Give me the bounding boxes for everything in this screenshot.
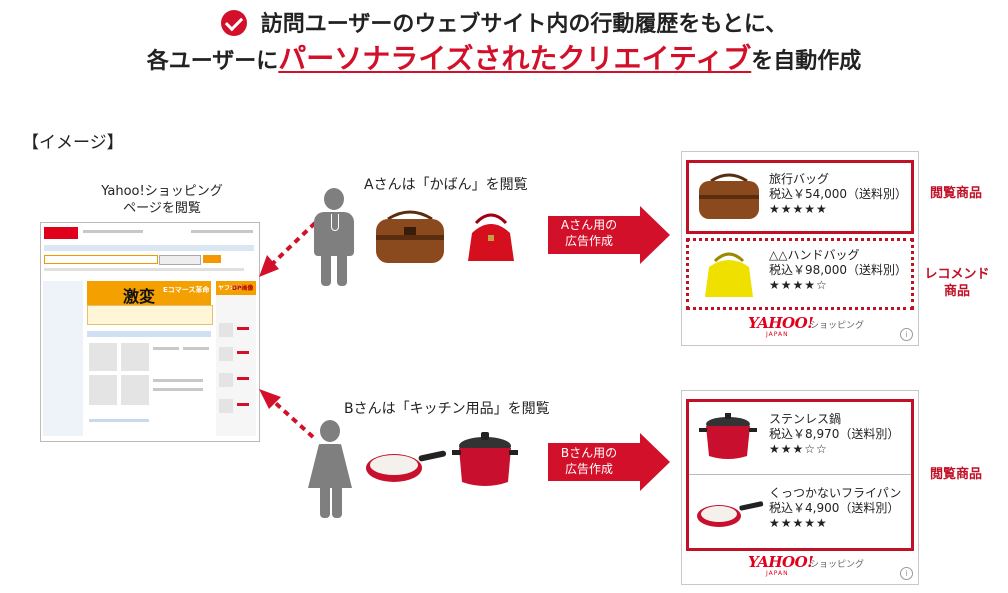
headline-emphasis: パーソナライズされたクリエイティブ xyxy=(278,42,752,75)
create-ad-arrow-b xyxy=(548,433,670,491)
ad-b-viewed-label: 閲覧商品 xyxy=(929,467,982,482)
arrow-a-label: Aさん用の 広告作成 xyxy=(554,217,624,249)
yahoo-shopping-page-thumbnail: 激変 Eコマース革命 ヤフオク! DP画像 xyxy=(40,222,260,442)
ad-a-recommend-label: レコメンド 商品 xyxy=(912,266,1002,300)
ad-b-item-2-rating: ★★★★★ xyxy=(769,516,828,530)
ad-a-item-1[interactable]: 旅行バッグ 税込￥54,000（送料別） ★★★★★ xyxy=(686,160,914,234)
user-a-figure xyxy=(312,188,358,288)
cooking-pot-image xyxy=(452,432,518,486)
page-caption-line-1: Yahoo!ショッピング xyxy=(101,184,223,199)
ad-panel-b[interactable]: ステンレス鍋 税込￥8,970（送料別） ★★★☆☆ くっつかないフライパン 税… xyxy=(681,390,919,585)
arrow-head-down xyxy=(259,389,281,409)
ad-a-item-2-price: 税込￥98,000（送料別） xyxy=(769,263,907,277)
ad-b-items-frame[interactable]: ステンレス鍋 税込￥8,970（送料別） ★★★☆☆ くっつかないフライパン 税… xyxy=(686,399,914,551)
yahoo-shopping-b: ショッピング xyxy=(810,560,865,570)
mock-banner: 激変 Eコマース革命 xyxy=(87,281,211,306)
yahoo-logo-mini xyxy=(44,227,78,239)
ad-a-recommend-line-1: レコメンド xyxy=(924,267,990,282)
headline-suffix: を自動作成 xyxy=(751,49,862,74)
user-b-figure xyxy=(308,420,354,520)
yahoo-japan-b: JAPAN xyxy=(766,570,789,577)
ad-a-item-1-info: 旅行バッグ 税込￥54,000（送料別） ★★★★★ xyxy=(769,172,907,217)
ad-b-divider xyxy=(689,474,911,475)
yahoo-japan-a: JAPAN xyxy=(766,331,789,338)
headline: 訪問ユーザーのウェブサイト内の行動履歴をもとに、 各ユーザーにパーソナライズされ… xyxy=(0,10,1008,77)
mock-sidebar xyxy=(43,281,83,436)
user-b-sentence: Bさんは「キッチン用品」を閲覧 xyxy=(344,401,550,417)
check-icon xyxy=(220,10,247,36)
yahoo-logo-a: YAHOO! xyxy=(748,314,814,332)
mock-right-sub: DP画像 xyxy=(232,285,254,292)
arrow-head-up xyxy=(259,255,279,277)
ad-b-item-1-rating: ★★★☆☆ xyxy=(769,442,828,456)
ad-b-item-1-info: ステンレス鍋 税込￥8,970（送料別） ★★★☆☆ xyxy=(769,412,899,457)
yahoo-shopping-a: ショッピング xyxy=(810,321,865,331)
ad-a-viewed-label: 閲覧商品 xyxy=(929,186,982,201)
travel-bag-thumb xyxy=(699,173,759,219)
mock-banner-text: 激変 xyxy=(123,287,156,306)
mock-banner-2 xyxy=(87,305,213,325)
ad-a-item-2[interactable]: △△ハンドバッグ 税込￥98,000（送料別） ★★★★☆ xyxy=(686,238,914,310)
arrow-b-label-line-1: Bさん用の xyxy=(560,446,618,460)
user-a-sentence: Aさんは「かばん」を閲覧 xyxy=(364,177,528,193)
ad-info-icon-a[interactable]: i xyxy=(900,328,913,341)
arrow-a-label-line-2: 広告作成 xyxy=(564,234,613,248)
headline-line-2: 各ユーザーにパーソナライズされたクリエイティブを自動作成 xyxy=(0,44,1008,77)
handbag-image xyxy=(468,213,514,261)
yahoo-logo-b: YAHOO! xyxy=(748,553,814,571)
create-ad-arrow-a xyxy=(548,206,670,264)
ad-b-item-1-price: 税込￥8,970（送料別） xyxy=(769,427,900,441)
ad-a-item-1-rating: ★★★★★ xyxy=(769,202,828,216)
arrow-a-label-line-1: Aさん用の xyxy=(560,218,618,232)
ad-a-recommend-line-2: 商品 xyxy=(943,284,970,299)
headline-text-1: 訪問ユーザーのウェブサイト内の行動履歴をもとに、 xyxy=(260,12,788,37)
arrow-b-label: Bさん用の 広告作成 xyxy=(554,445,624,477)
pot-thumb xyxy=(699,413,757,459)
ad-b-item-1-name: ステンレス鍋 xyxy=(769,412,842,426)
dotted-arrows xyxy=(259,221,317,439)
pan-thumb xyxy=(697,501,764,527)
ad-a-item-1-name: 旅行バッグ xyxy=(769,172,830,186)
travel-bag-image xyxy=(376,210,444,263)
yellow-handbag-thumb xyxy=(705,252,753,297)
ad-panel-a[interactable]: 旅行バッグ 税込￥54,000（送料別） ★★★★★ △△ハンドバッグ 税込￥9… xyxy=(681,151,919,346)
ad-a-item-1-price: 税込￥54,000（送料別） xyxy=(769,187,907,201)
image-label: 【イメージ】 xyxy=(22,133,124,153)
headline-prefix: 各ユーザーに xyxy=(146,49,279,74)
mock-banner-sub: Eコマース革命 xyxy=(163,286,210,294)
mock-right-title: ヤフオク! xyxy=(218,285,245,292)
ad-a-item-2-rating: ★★★★☆ xyxy=(769,278,828,292)
page-caption: Yahoo!ショッピング ページを閲覧 xyxy=(72,183,252,217)
ad-b-item-2-name: くっつかないフライパン xyxy=(769,486,902,500)
ad-b-item-2-info: くっつかないフライパン 税込￥4,900（送料別） ★★★★★ xyxy=(769,486,901,531)
frying-pan-image xyxy=(366,450,447,482)
ad-b-item-2-price: 税込￥4,900（送料別） xyxy=(769,501,900,515)
ad-a-item-2-info: △△ハンドバッグ 税込￥98,000（送料別） ★★★★☆ xyxy=(769,248,907,293)
headline-line-1: 訪問ユーザーのウェブサイト内の行動履歴をもとに、 xyxy=(0,10,1008,40)
ad-info-icon-b[interactable]: i xyxy=(900,567,913,580)
page-caption-line-2: ページを閲覧 xyxy=(123,201,201,216)
arrow-b-label-line-2: 広告作成 xyxy=(564,462,613,476)
ad-a-item-2-name: △△ハンドバッグ xyxy=(769,248,860,262)
